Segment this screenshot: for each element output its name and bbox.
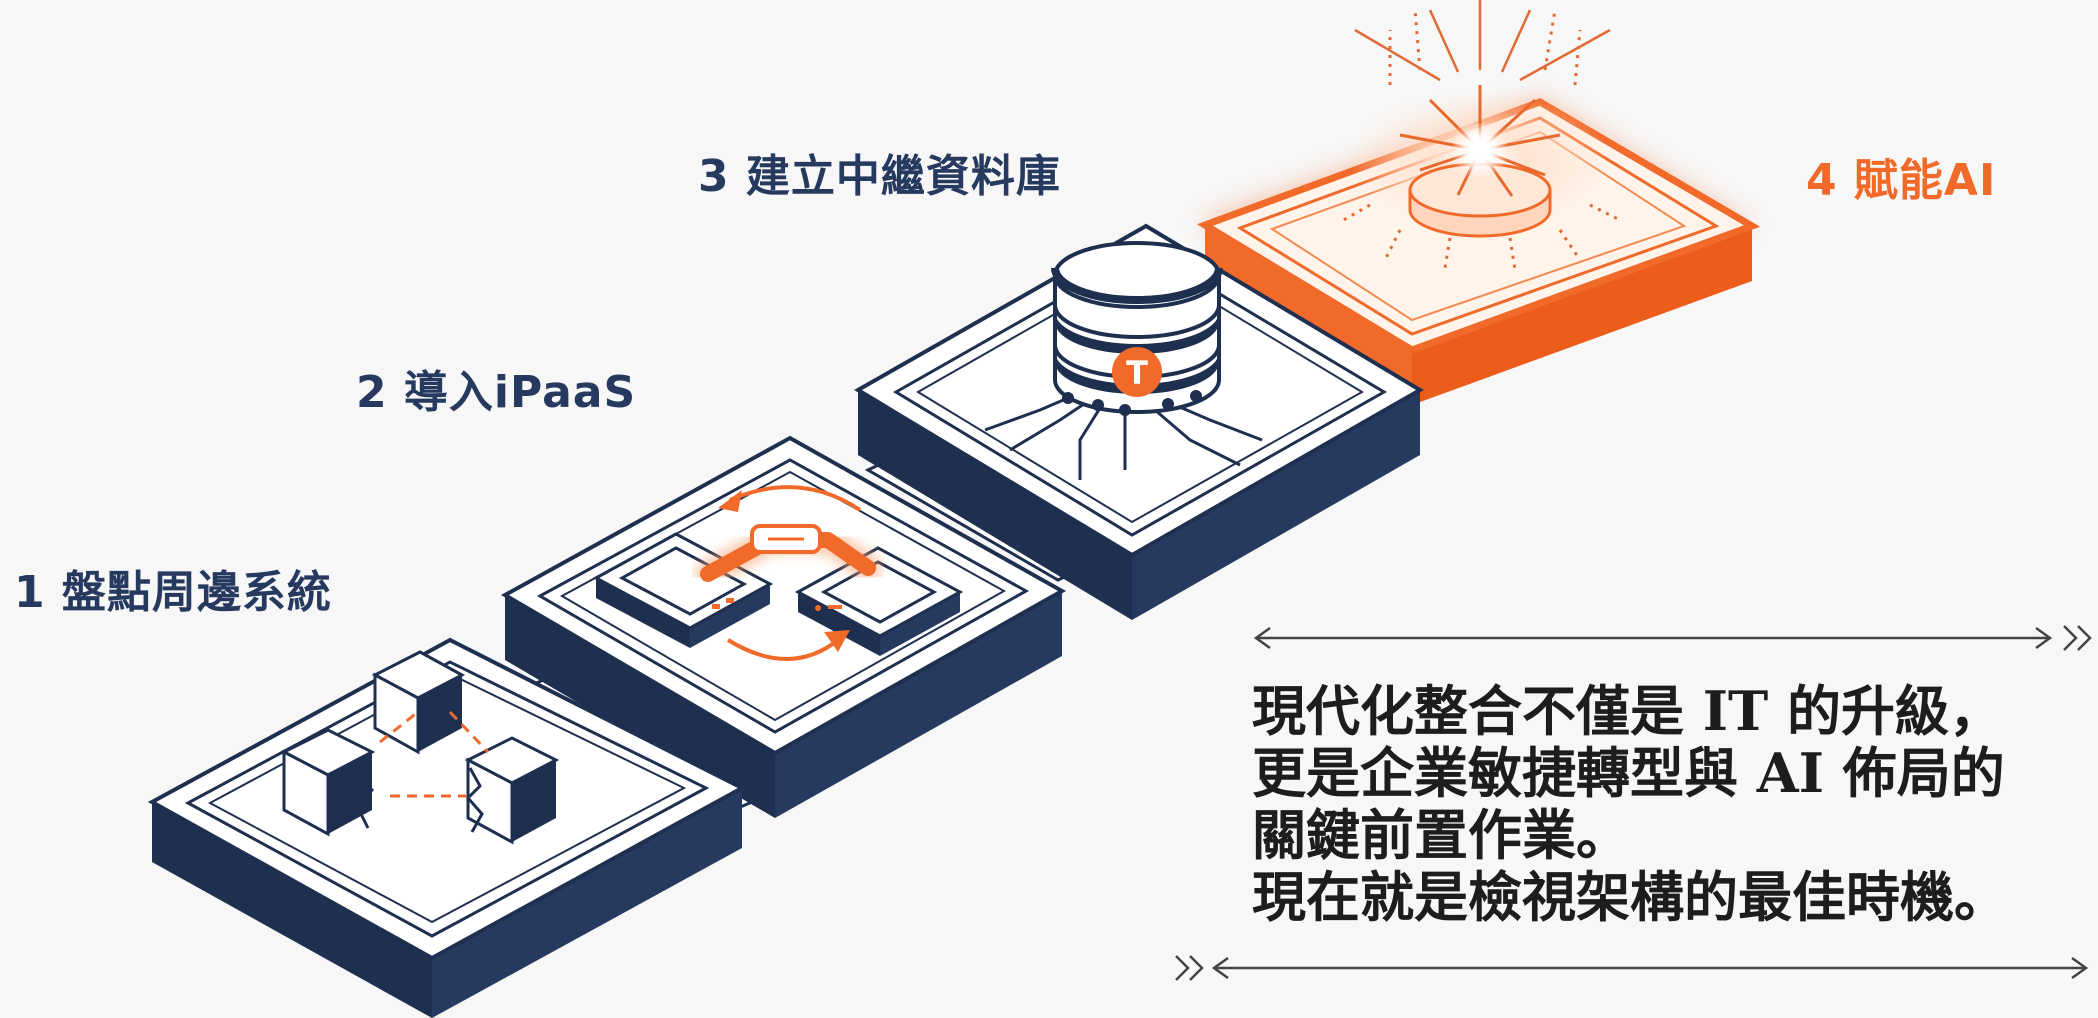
message-line: 更是企業敏捷轉型與 AI 佈局的 (1252, 741, 2005, 805)
system-box-left (592, 532, 774, 648)
platform-3: T (854, 223, 1424, 620)
bottom-double-arrow (1175, 955, 2089, 981)
message-line: 關鍵前置作業。 (1252, 803, 1630, 867)
ipaas-connector (695, 524, 881, 587)
step-2-label: 2 導入iPaaS (356, 367, 637, 418)
broken-system-cubes (280, 650, 560, 845)
top-double-arrow (1253, 625, 2092, 651)
step-4-label: 4 賦能AI (1806, 155, 1997, 206)
platform-2 (500, 435, 1067, 818)
message-text: 現代化整合不僅是 IT 的升級， 更是企業敏捷轉型與 AI 佈局的 關鍵前置作業… (1252, 680, 2092, 928)
sync-arrow-top (729, 485, 862, 512)
sync-arrowhead (718, 490, 742, 512)
sync-arrow-bottom (726, 638, 840, 661)
cube-left (280, 728, 376, 837)
message-line: 現代化整合不僅是 IT 的升級， (1252, 679, 2004, 743)
step-3-label: 3 建立中繼資料庫 (698, 151, 1061, 202)
cube-top (371, 650, 466, 755)
platform-1 (147, 637, 747, 1018)
step-1-label: 1 盤點周邊系統 (14, 567, 332, 618)
message-line: 現在就是檢視架構的最佳時機。 (1252, 865, 2008, 929)
cube-right (464, 736, 560, 845)
platform-4 (1196, 0, 1761, 405)
database-badge (1112, 347, 1162, 397)
database-icon: T (1051, 241, 1223, 416)
database-badge-letter: T (1126, 354, 1148, 392)
sync-arrowhead (824, 630, 850, 652)
